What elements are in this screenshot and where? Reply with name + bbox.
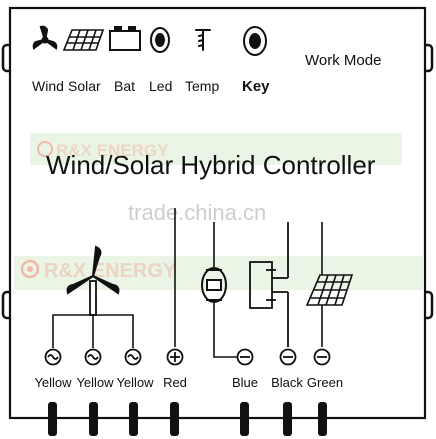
page-title: Wind/Solar Hybrid Controller: [46, 150, 376, 180]
light-bulb-icon: [201, 267, 227, 303]
terminal-yellow-1: [44, 348, 62, 366]
watermark-brand-top: R&X ENERGY: [56, 141, 169, 160]
led-icon: [150, 27, 170, 53]
terminal-green: [313, 348, 331, 366]
key-label: Key: [242, 78, 270, 95]
terminal-label-yellow-1: Yellow: [34, 375, 72, 390]
watermark-brand-bottom: R&X ENERGY: [44, 260, 177, 282]
indicator-label-wind: Wind: [32, 78, 64, 94]
watermark-band-top: [30, 133, 402, 165]
terminal-label-green: Green: [307, 375, 343, 390]
work-mode-label: Work Mode: [305, 52, 381, 69]
terminal-label-yellow-3: Yellow: [116, 375, 154, 390]
battery-icon: [109, 26, 141, 51]
terminal-label-red: Red: [163, 375, 187, 390]
terminal-label-black: Black: [271, 375, 303, 390]
terminal-yellow-3: [124, 348, 142, 366]
wind-wiring: [52, 314, 134, 348]
watermark-logo-bottom: [20, 259, 40, 279]
terminal-red: [166, 348, 184, 366]
thermometer-icon: [195, 29, 211, 51]
solar-panel-symbol: [305, 222, 354, 347]
solar-panel-icon: [62, 29, 105, 51]
terminal-black: [279, 348, 297, 366]
indicator-label-bat: Bat: [114, 78, 135, 94]
controller-housing: [8, 6, 427, 420]
indicator-label-led: Led: [149, 78, 172, 94]
indicator-label-solar: Solar: [68, 78, 101, 94]
wind-generator-symbol: [66, 245, 120, 295]
watermark-logo-top: [37, 141, 53, 157]
wire-leads: [48, 402, 327, 436]
terminal-label-yellow-2: Yellow: [76, 375, 114, 390]
key-icon: [243, 26, 267, 56]
terminal-blue: [236, 348, 254, 366]
terminal-yellow-2: [84, 348, 102, 366]
watermark-site: trade.china.cn: [128, 200, 266, 225]
load-wiring: [213, 222, 237, 358]
wind-turbine-icon: [32, 25, 58, 50]
wind-generator-mast: [89, 280, 97, 316]
terminal-label-blue: Blue: [232, 375, 258, 390]
indicator-label-temp: Temp: [185, 78, 219, 94]
relay-symbol: [249, 222, 289, 347]
